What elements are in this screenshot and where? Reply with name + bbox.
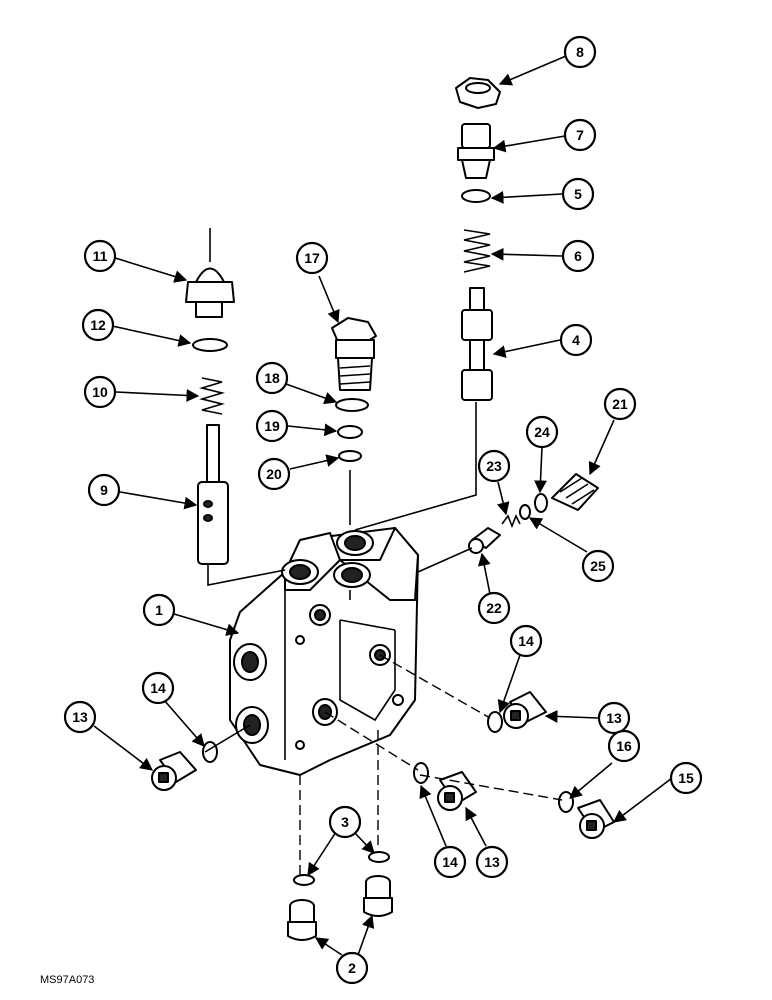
svg-text:8: 8 [576,44,584,60]
plug-15 [577,799,615,839]
spring-10 [198,377,226,415]
callout-24: 24 [525,415,559,449]
callout-13-center: 13 [475,845,509,879]
callout-14-center: 14 [433,845,467,879]
o-ring-18 [335,398,369,412]
plug-13-right [503,691,547,729]
spool [197,424,229,565]
seal-3-right [368,851,390,863]
callout-4: 4 [559,323,593,357]
o-ring-24 [534,493,548,513]
svg-text:22: 22 [486,600,502,616]
callout-5: 5 [561,177,595,211]
callout-11: 11 [83,239,117,273]
svg-text:3: 3 [341,814,349,830]
callout-16: 16 [607,729,641,763]
seal-14-right [487,711,503,733]
svg-text:7: 7 [576,127,584,143]
seal-3-left [293,874,315,886]
svg-text:1: 1 [155,602,163,618]
callout-21: 21 [603,387,637,421]
fitting-11 [185,228,235,318]
svg-text:11: 11 [93,248,108,264]
svg-text:23: 23 [486,458,502,474]
svg-text:5: 5 [574,186,582,202]
svg-text:6: 6 [574,248,582,264]
callout-7: 7 [563,118,597,152]
svg-text:25: 25 [590,558,606,574]
svg-text:2: 2 [348,960,356,976]
seal-14-center [413,762,429,784]
spring-6 [463,229,491,273]
seal-16 [558,791,574,813]
callout-23: 23 [477,449,511,483]
svg-text:19: 19 [264,418,280,434]
plug-13-center [437,771,477,811]
callout-15: 15 [669,761,703,795]
callout-13-left: 13 [63,700,97,734]
callout-20: 20 [257,457,291,491]
o-ring-5 [461,189,491,203]
valve-body [229,527,419,776]
callout-17: 17 [295,241,329,275]
ring-25 [519,504,531,520]
callout-8: 8 [563,35,597,69]
svg-text:14: 14 [442,854,458,870]
svg-text:15: 15 [678,770,694,786]
svg-text:21: 21 [612,396,628,412]
callout-19: 19 [255,409,289,443]
callout-25: 25 [581,549,615,583]
nut-8 [455,77,501,109]
svg-text:12: 12 [90,317,106,333]
o-ring-12 [192,338,228,352]
svg-text:4: 4 [572,332,580,348]
callout-12: 12 [81,308,115,342]
poppet-22 [468,527,501,554]
callout-6: 6 [561,239,595,273]
svg-text:13: 13 [484,854,500,870]
callout-14-left: 14 [141,671,175,705]
plug-2-right [363,875,393,917]
callout-10: 10 [83,375,117,409]
callout-3-a: 3 [328,805,362,839]
svg-text:17: 17 [304,250,320,266]
plug-2-left [287,899,317,941]
svg-text:10: 10 [92,384,108,400]
svg-text:24: 24 [534,424,550,440]
spool-4 [461,287,493,401]
callout-13-right: 13 [597,701,631,735]
callout-1: 1 [142,593,176,627]
o-ring-20 [338,450,362,462]
callout-9: 9 [87,473,121,507]
figure-code: MS97A073 [40,974,95,986]
svg-text:18: 18 [264,370,280,386]
plug-21 [551,473,599,511]
callout-2-a: 2 [335,951,369,985]
svg-text:13: 13 [606,710,622,726]
leader-lines [93,55,673,956]
plug-13-left [151,751,197,791]
svg-text:9: 9 [100,482,108,498]
svg-text:14: 14 [150,680,166,696]
callout-22: 22 [477,591,511,625]
relief-valve-17 [331,317,377,391]
assembly-lines [204,402,563,875]
svg-text:14: 14 [518,633,534,649]
callout-18: 18 [255,361,289,395]
svg-text:16: 16 [616,738,632,754]
washer-19 [337,425,363,439]
svg-text:13: 13 [72,709,88,725]
callout-14-right: 14 [509,624,543,658]
svg-text:20: 20 [266,466,282,482]
cap-7 [457,123,495,179]
spring-23 [501,514,521,529]
